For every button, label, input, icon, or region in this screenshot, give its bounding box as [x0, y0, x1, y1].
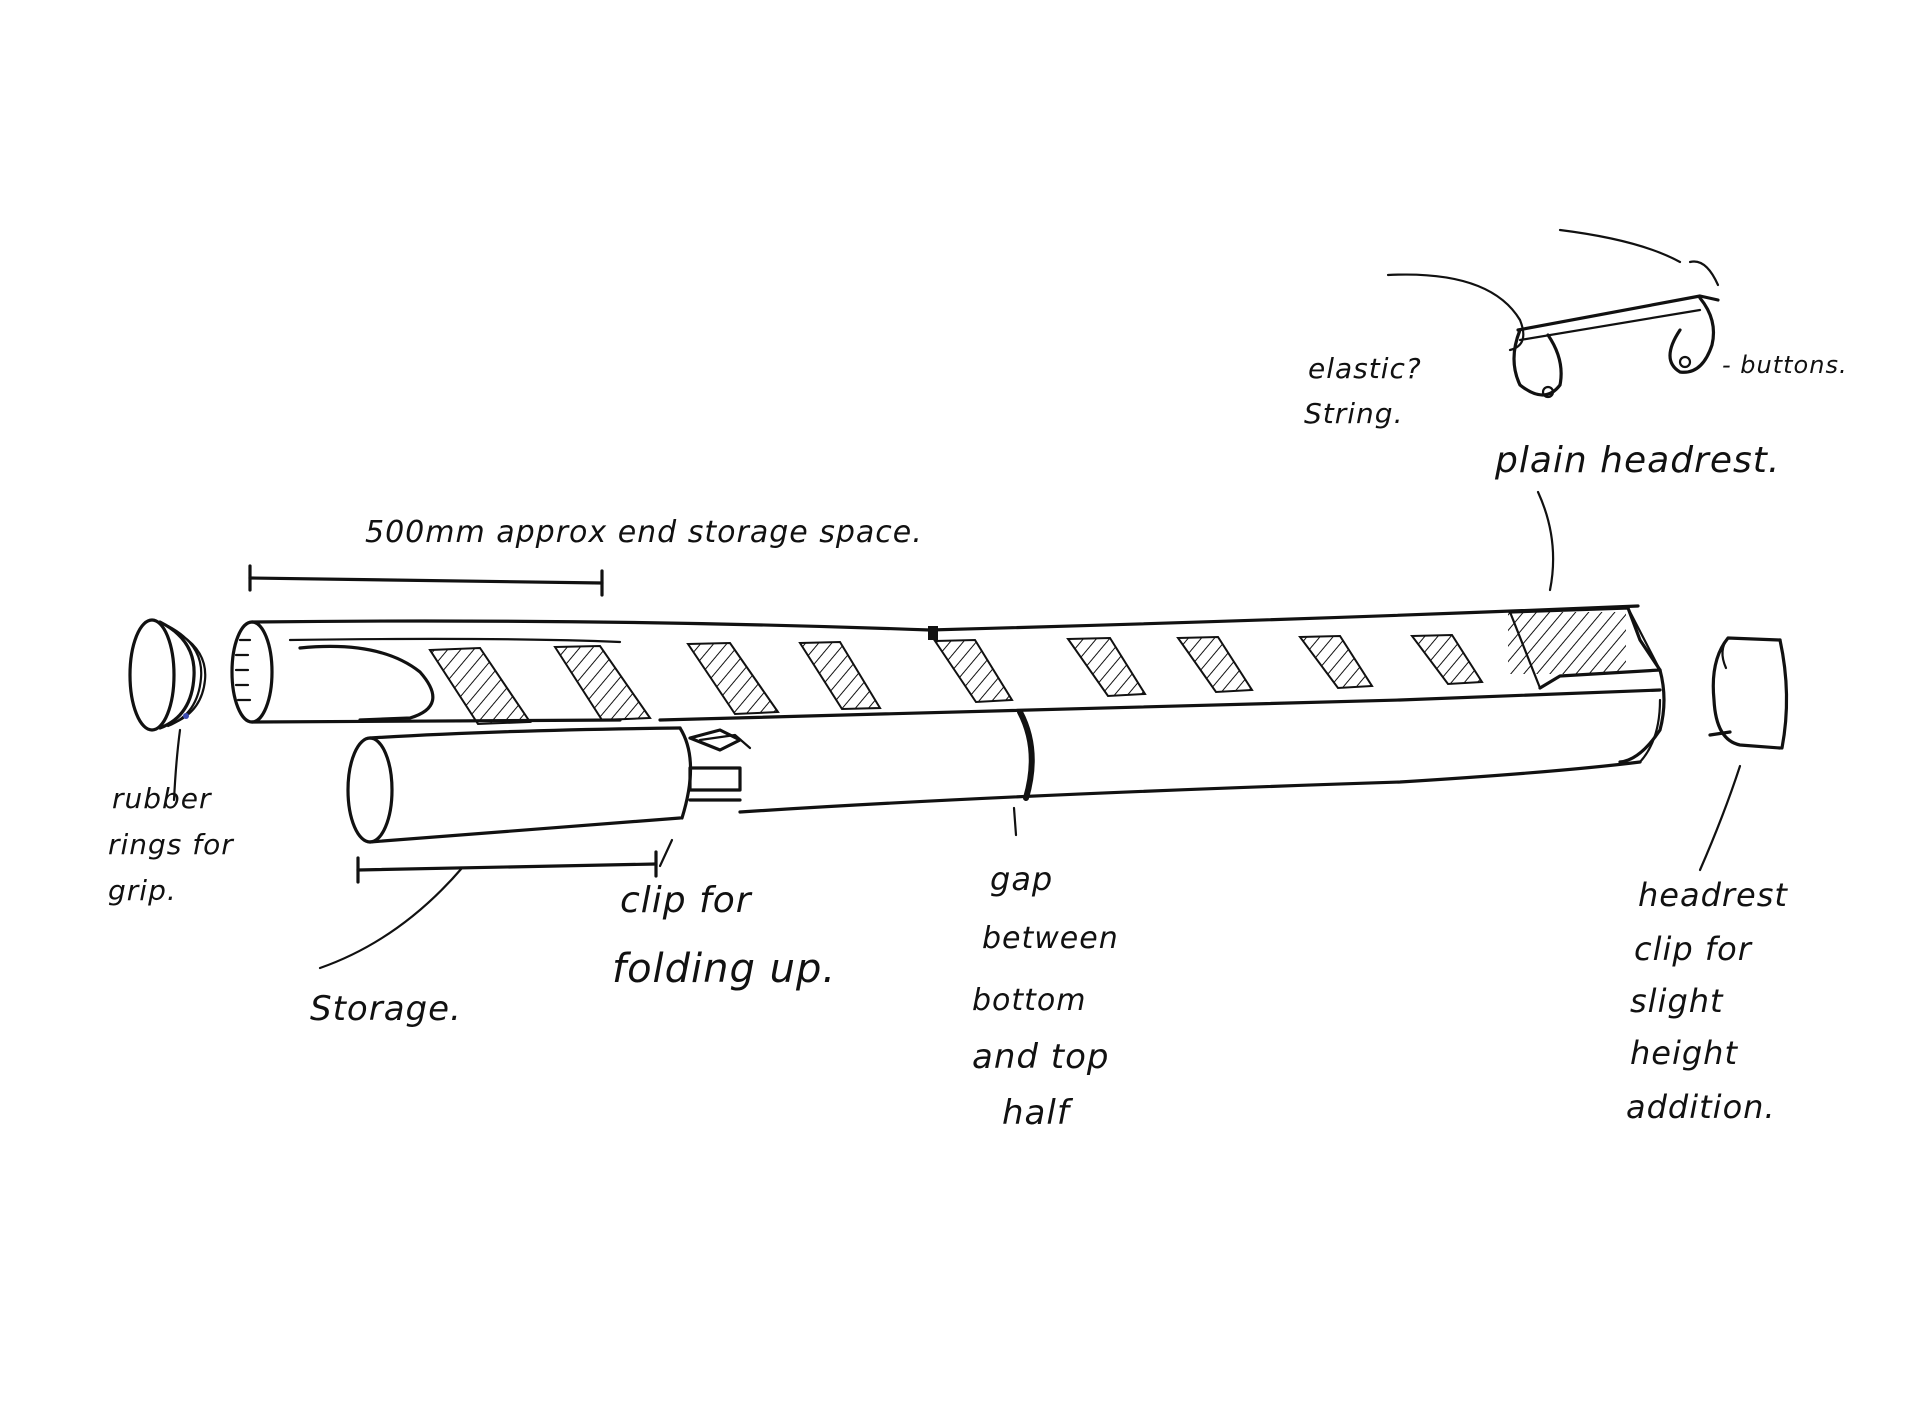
leader-lines — [174, 492, 1740, 968]
rubber-rings-illustration — [130, 620, 205, 730]
label-rubber-2: rings for — [108, 828, 234, 861]
label-headrest-5: addition. — [1626, 1088, 1776, 1126]
strap-sketch — [1388, 230, 1718, 397]
storage-length-line — [358, 852, 656, 882]
label-500mm-storage: 500mm approx end storage space. — [365, 515, 923, 550]
label-headrest-1: headrest — [1638, 876, 1788, 914]
label-clip-2: folding up. — [612, 946, 836, 992]
headrest-clip-illustration — [1710, 638, 1787, 748]
label-clip-1: clip for — [620, 880, 753, 921]
label-headrest-3: slight — [1630, 982, 1724, 1020]
label-buttons: - buttons. — [1722, 351, 1848, 379]
headrest-pad — [1508, 608, 1660, 688]
folding-clip — [690, 730, 750, 800]
label-rubber-3: grip. — [108, 874, 177, 907]
label-headrest-4: height — [1630, 1034, 1738, 1072]
label-plain-headrest: plain headrest. — [1494, 440, 1780, 481]
label-headrest-2: clip for — [1634, 930, 1753, 968]
label-gap-3: bottom — [972, 983, 1087, 1018]
label-rubber-1: rubber — [112, 782, 212, 815]
ink-dot-icon — [183, 713, 189, 719]
label-gap-5: half — [1002, 1093, 1074, 1133]
main-tube — [232, 606, 1664, 762]
label-gap-2: between — [982, 921, 1119, 956]
label-elastic: elastic? — [1308, 352, 1422, 385]
gap-divider-line — [1020, 712, 1032, 798]
label-gap-1: gap — [990, 860, 1053, 898]
end-ticks — [236, 640, 250, 700]
storage-dimension-line — [250, 566, 602, 595]
label-string: String. — [1304, 397, 1403, 430]
label-gap-4: and top — [972, 1037, 1110, 1077]
label-storage: Storage. — [310, 989, 462, 1029]
